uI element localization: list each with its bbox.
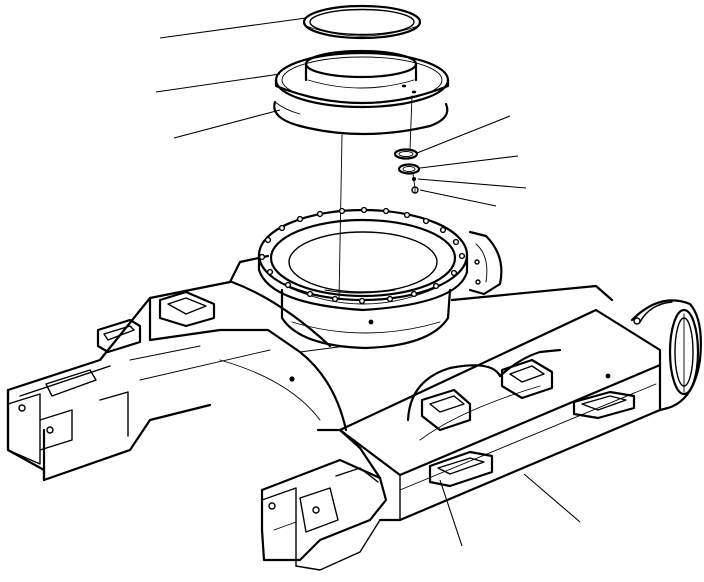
- front-end-brackets: [260, 428, 388, 571]
- shim-plate: [273, 100, 449, 136]
- track-frame: [6, 206, 702, 571]
- o-ring-upper: [393, 148, 419, 160]
- leader-bolt-small: [417, 178, 527, 189]
- leader-shim-plate: [173, 109, 281, 139]
- ring-bolts: [258, 206, 466, 305]
- leader-rail: [523, 473, 581, 523]
- leader-o-ring-upper: [416, 115, 511, 154]
- leader-shoe-guide: [439, 479, 463, 547]
- o-ring-lower: [397, 163, 421, 175]
- leader-seal-ring: [159, 17, 307, 39]
- retainer-plate: [274, 49, 450, 109]
- leader-o-ring-lower: [419, 155, 519, 169]
- right-track-rail: [338, 299, 702, 522]
- leader-grease-fitting: [419, 189, 497, 207]
- leader-retainer-plate: [155, 73, 281, 93]
- grease-fitting: [411, 186, 419, 194]
- swing-circle: [257, 206, 469, 325]
- left-track-rail: [6, 290, 348, 482]
- seal-ring: [302, 4, 422, 40]
- leader-lines: [155, 17, 581, 547]
- idler-yoke: [630, 299, 702, 412]
